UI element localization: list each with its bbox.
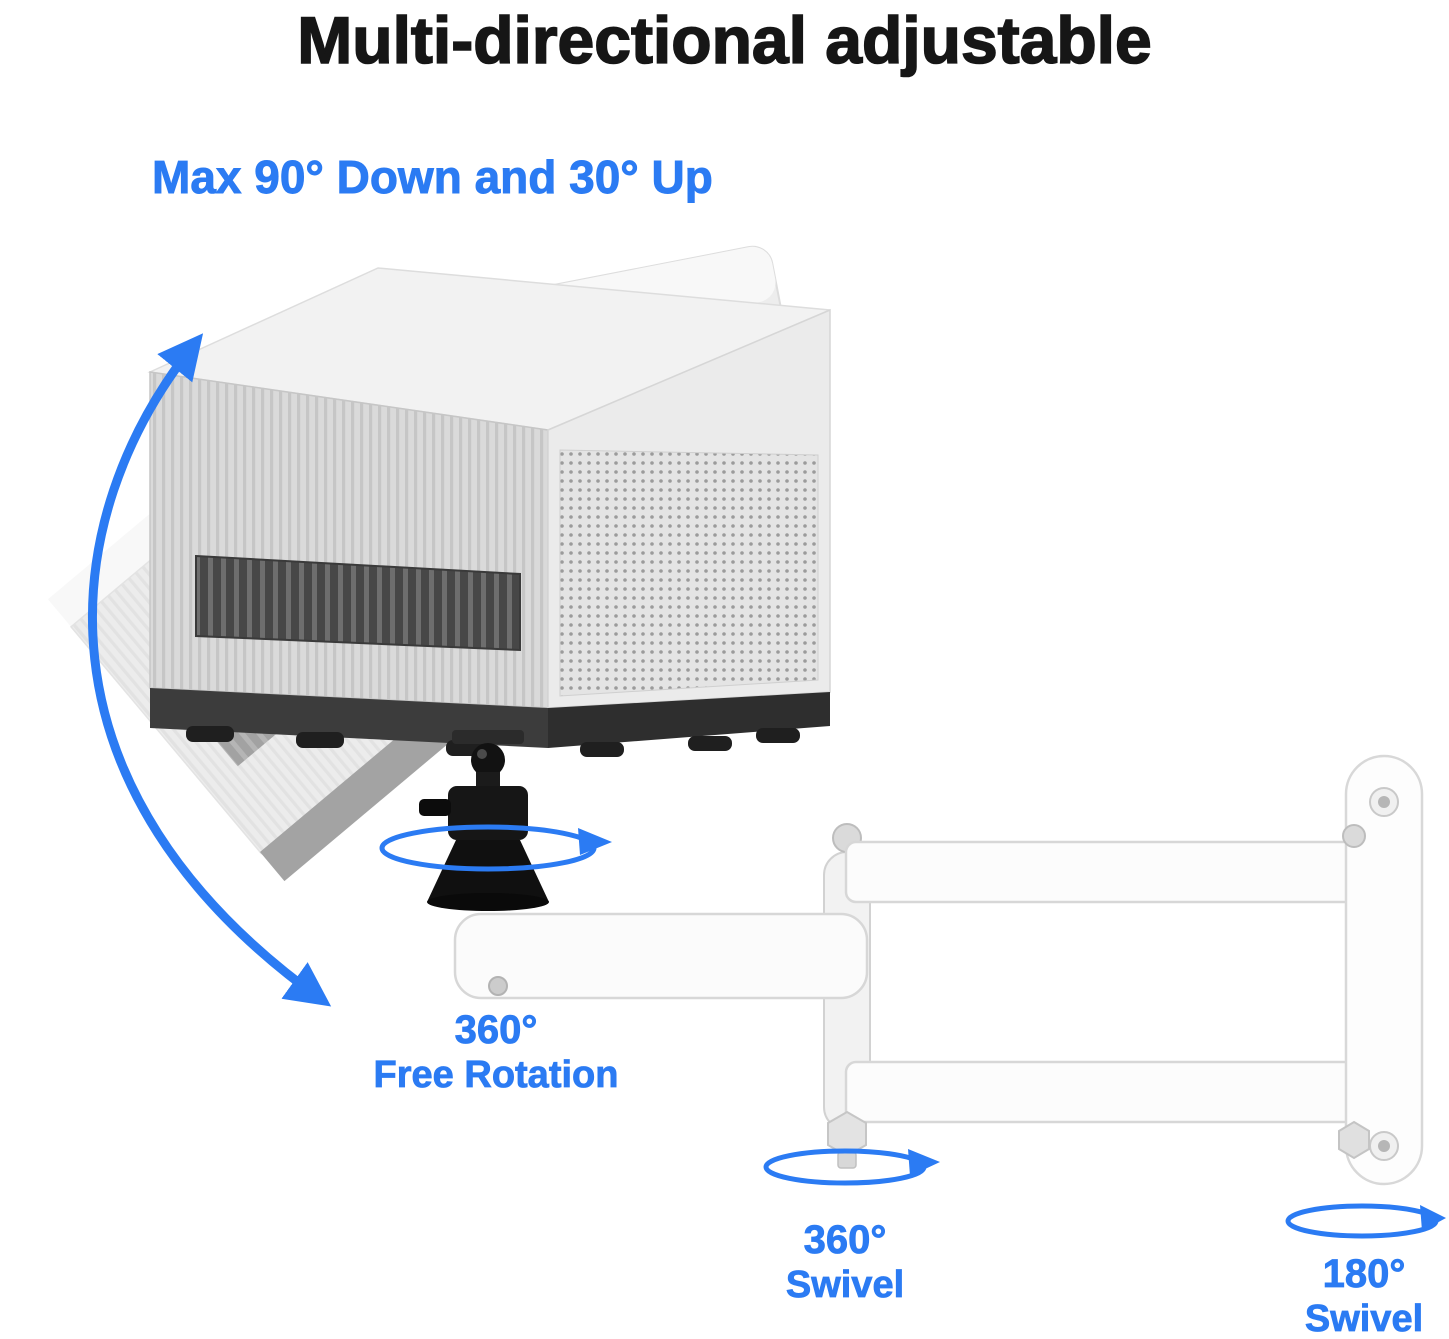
wall-swivel-ellipse-icon (1285, 1203, 1439, 1239)
arm-swivel-label: 360° Swivel (695, 1218, 995, 1307)
ball-joint (471, 743, 505, 777)
arm-screw (488, 976, 508, 996)
projector-speaker-grille (559, 449, 819, 697)
projector-base-side (548, 692, 830, 748)
arm-segment-lower (453, 912, 869, 1000)
wall-plate (1338, 754, 1424, 1186)
hinge-bottom-nut (1338, 1120, 1370, 1160)
free-rotation-text: Free Rotation (373, 1053, 619, 1096)
clamp-cylinder (448, 786, 528, 840)
free-rotation-degrees: 360° (454, 1008, 538, 1053)
rotation-arrows (88, 333, 1446, 1239)
page-title: Multi-directional adjustable (296, 2, 1152, 78)
tilt-arc-arrow-icon (88, 333, 332, 1007)
hinge-top-screw (1342, 824, 1366, 848)
projector-front-face (149, 371, 549, 709)
tension-knob (419, 799, 451, 816)
wall-swivel-degrees: 180° (1322, 1252, 1406, 1297)
wall-swivel-label: 180° Swivel (1240, 1252, 1449, 1339)
free-rotation-label: 360° Free Rotation (296, 1008, 696, 1097)
arm-segment-bottom (844, 1060, 1360, 1124)
tilt-range-caption: Max 90° Down and 30° Up (152, 151, 714, 204)
wall-swivel-text: Swivel (1304, 1297, 1424, 1339)
articulating-arm (453, 823, 1360, 1169)
ball-head-mount (419, 730, 549, 911)
projector (147, 267, 831, 757)
arm-swivel-degrees: 360° (803, 1218, 887, 1263)
arm-swivel-text: Swivel (785, 1263, 905, 1306)
arm-segment-upper (844, 840, 1360, 904)
